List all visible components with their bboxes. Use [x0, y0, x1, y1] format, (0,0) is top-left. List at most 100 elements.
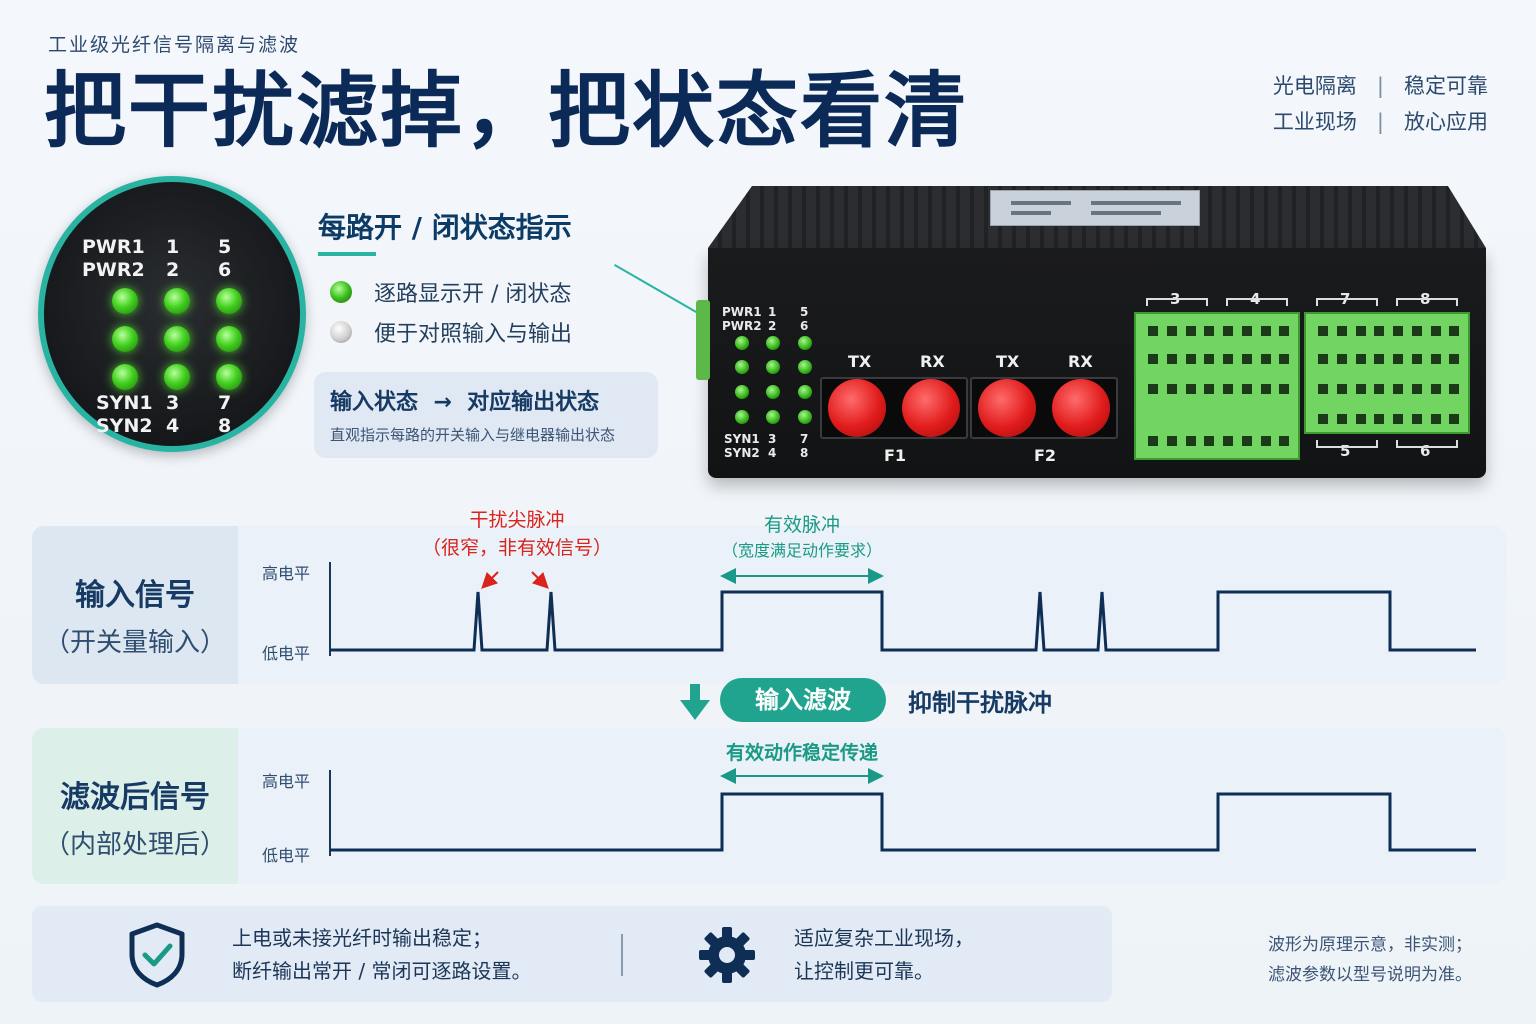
terminal-slot [1393, 384, 1403, 394]
led-label-pwr: PWR1 PWR2 [82, 236, 145, 282]
fiber-port-rx[interactable] [1052, 379, 1110, 437]
device-led-num: 6 [800, 319, 809, 333]
terminal-slot [1148, 326, 1158, 336]
tag-row-1: 光电隔离 | 稳定可靠 [1273, 68, 1488, 104]
led-indicator [164, 364, 190, 390]
led-label-syn1: SYN1 [96, 392, 153, 414]
terminal-slot [1355, 354, 1366, 364]
gray-dot-icon [330, 321, 352, 343]
feature-item: 便于对照输入与输出 [330, 316, 572, 348]
footer-left-line: 上电或未接光纤时输出稳定； [232, 926, 492, 950]
feature-tags: 光电隔离 | 稳定可靠 工业现场 | 放心应用 [1273, 68, 1488, 140]
terminal-slot [1204, 326, 1215, 336]
terminal-block-left[interactable] [1134, 312, 1300, 460]
tag: 工业现场 [1272, 110, 1357, 134]
terminal-slot [1279, 436, 1290, 446]
terminal-slot [1166, 436, 1177, 446]
tag: 光电隔离 [1272, 74, 1357, 98]
device-led [766, 410, 780, 424]
terminal-slot [1166, 326, 1177, 336]
terminal-slot [1204, 436, 1215, 446]
led-indicator [164, 288, 190, 314]
footer-divider [621, 934, 623, 976]
output-valid-annotation: 有效动作稳定传递 [725, 742, 878, 764]
device-led-num: 1 2 [768, 305, 776, 333]
device-led [798, 385, 812, 399]
led-indicator [112, 364, 138, 390]
terminal-slot [1355, 326, 1366, 336]
terminal-slot [1336, 384, 1347, 394]
tag-separator: | [1376, 74, 1384, 98]
device-led [735, 410, 749, 424]
terminal-slot [1166, 384, 1177, 394]
terminal-slot [1374, 384, 1385, 394]
device-led [766, 360, 780, 374]
page-headline: 把干扰滤掉，把状态看清 [44, 64, 969, 159]
input-signal-subtitle: （开关量输入） [43, 628, 226, 658]
device-led-label-syn: SYN1 SYN2 [724, 432, 760, 460]
led-num: 1 [166, 236, 180, 258]
led-indicator [112, 288, 138, 314]
device-side-terminal [696, 300, 710, 380]
device-led-num: 4 [768, 446, 777, 460]
led-indicator [112, 326, 138, 352]
terminal-block-right[interactable] [1304, 312, 1470, 434]
led-num: 8 [218, 415, 232, 437]
device-led-label: SYN2 [724, 446, 760, 460]
valid-pulse-sub: （宽度满足动作要求） [721, 541, 882, 560]
led-col-num: 7 8 [218, 392, 231, 438]
gear-icon [699, 927, 755, 983]
disclaimer-line: 波形为原理示意，非实测； [1268, 935, 1472, 955]
fiber-port-tx[interactable] [978, 379, 1036, 437]
terminal-label: 5 [1340, 442, 1351, 460]
terminal-slot [1336, 354, 1347, 364]
terminal-slot [1318, 384, 1328, 394]
device-led [735, 360, 749, 374]
led-num: 6 [218, 259, 232, 281]
feature-item: 逐路显示开 / 闭状态 [330, 276, 571, 308]
terminal-slot [1374, 414, 1385, 424]
fiber-port-tx[interactable] [828, 379, 886, 437]
feature-title-underline [318, 252, 376, 256]
terminal-slot [1393, 414, 1403, 424]
tag-separator: | [1376, 110, 1384, 134]
port-label-rx: RX [920, 352, 945, 371]
led-label-syn2: SYN2 [96, 415, 153, 437]
terminal-bracket [1316, 440, 1378, 448]
port-label-rx: RX [1068, 352, 1093, 371]
spike-annotation-sub: （很窄，非有效信号） [421, 537, 612, 559]
led-zoom-circle: PWR1 PWR2 1 2 5 6 SYN1 SYN2 3 4 7 8 [38, 176, 306, 452]
fiber-port-rx[interactable] [902, 379, 960, 437]
led-num: 5 [218, 236, 232, 258]
output-signal-title: 滤波后信号 [60, 780, 210, 815]
device-led [798, 360, 812, 374]
page-subtitle: 工业级光纤信号隔离与滤波 [48, 34, 301, 56]
tag: 放心应用 [1404, 110, 1488, 134]
terminal-slot [1318, 414, 1328, 424]
terminal-slot [1374, 354, 1385, 364]
terminal-slot [1260, 384, 1271, 394]
terminal-slot [1449, 354, 1460, 364]
terminal-slot [1148, 384, 1158, 394]
led-indicator [216, 364, 242, 390]
terminal-slot [1260, 354, 1271, 364]
device-led-num: 3 [768, 432, 777, 446]
green-dot-icon [330, 281, 352, 303]
led-label-pwr2: PWR2 [82, 259, 145, 281]
terminal-slot [1336, 414, 1347, 424]
device-led-num: 8 [800, 446, 809, 460]
tag: 稳定可靠 [1404, 74, 1488, 98]
terminal-slot [1260, 326, 1271, 336]
terminal-bracket [1396, 298, 1458, 306]
level-high-label: 高电平 [262, 564, 311, 583]
shield-check-icon [129, 922, 185, 988]
device-led-num: 3 4 [768, 432, 776, 460]
terminal-slot [1411, 354, 1422, 364]
feature-item-text: 逐路显示开 / 闭状态 [374, 282, 572, 307]
led-num: 2 [166, 259, 180, 281]
terminal-bracket [1226, 298, 1288, 306]
input-filter-badge: 输入滤波 [720, 678, 886, 722]
terminal-slot [1223, 436, 1233, 446]
device-led-num: 2 [768, 319, 777, 333]
terminal-slot [1411, 326, 1422, 336]
